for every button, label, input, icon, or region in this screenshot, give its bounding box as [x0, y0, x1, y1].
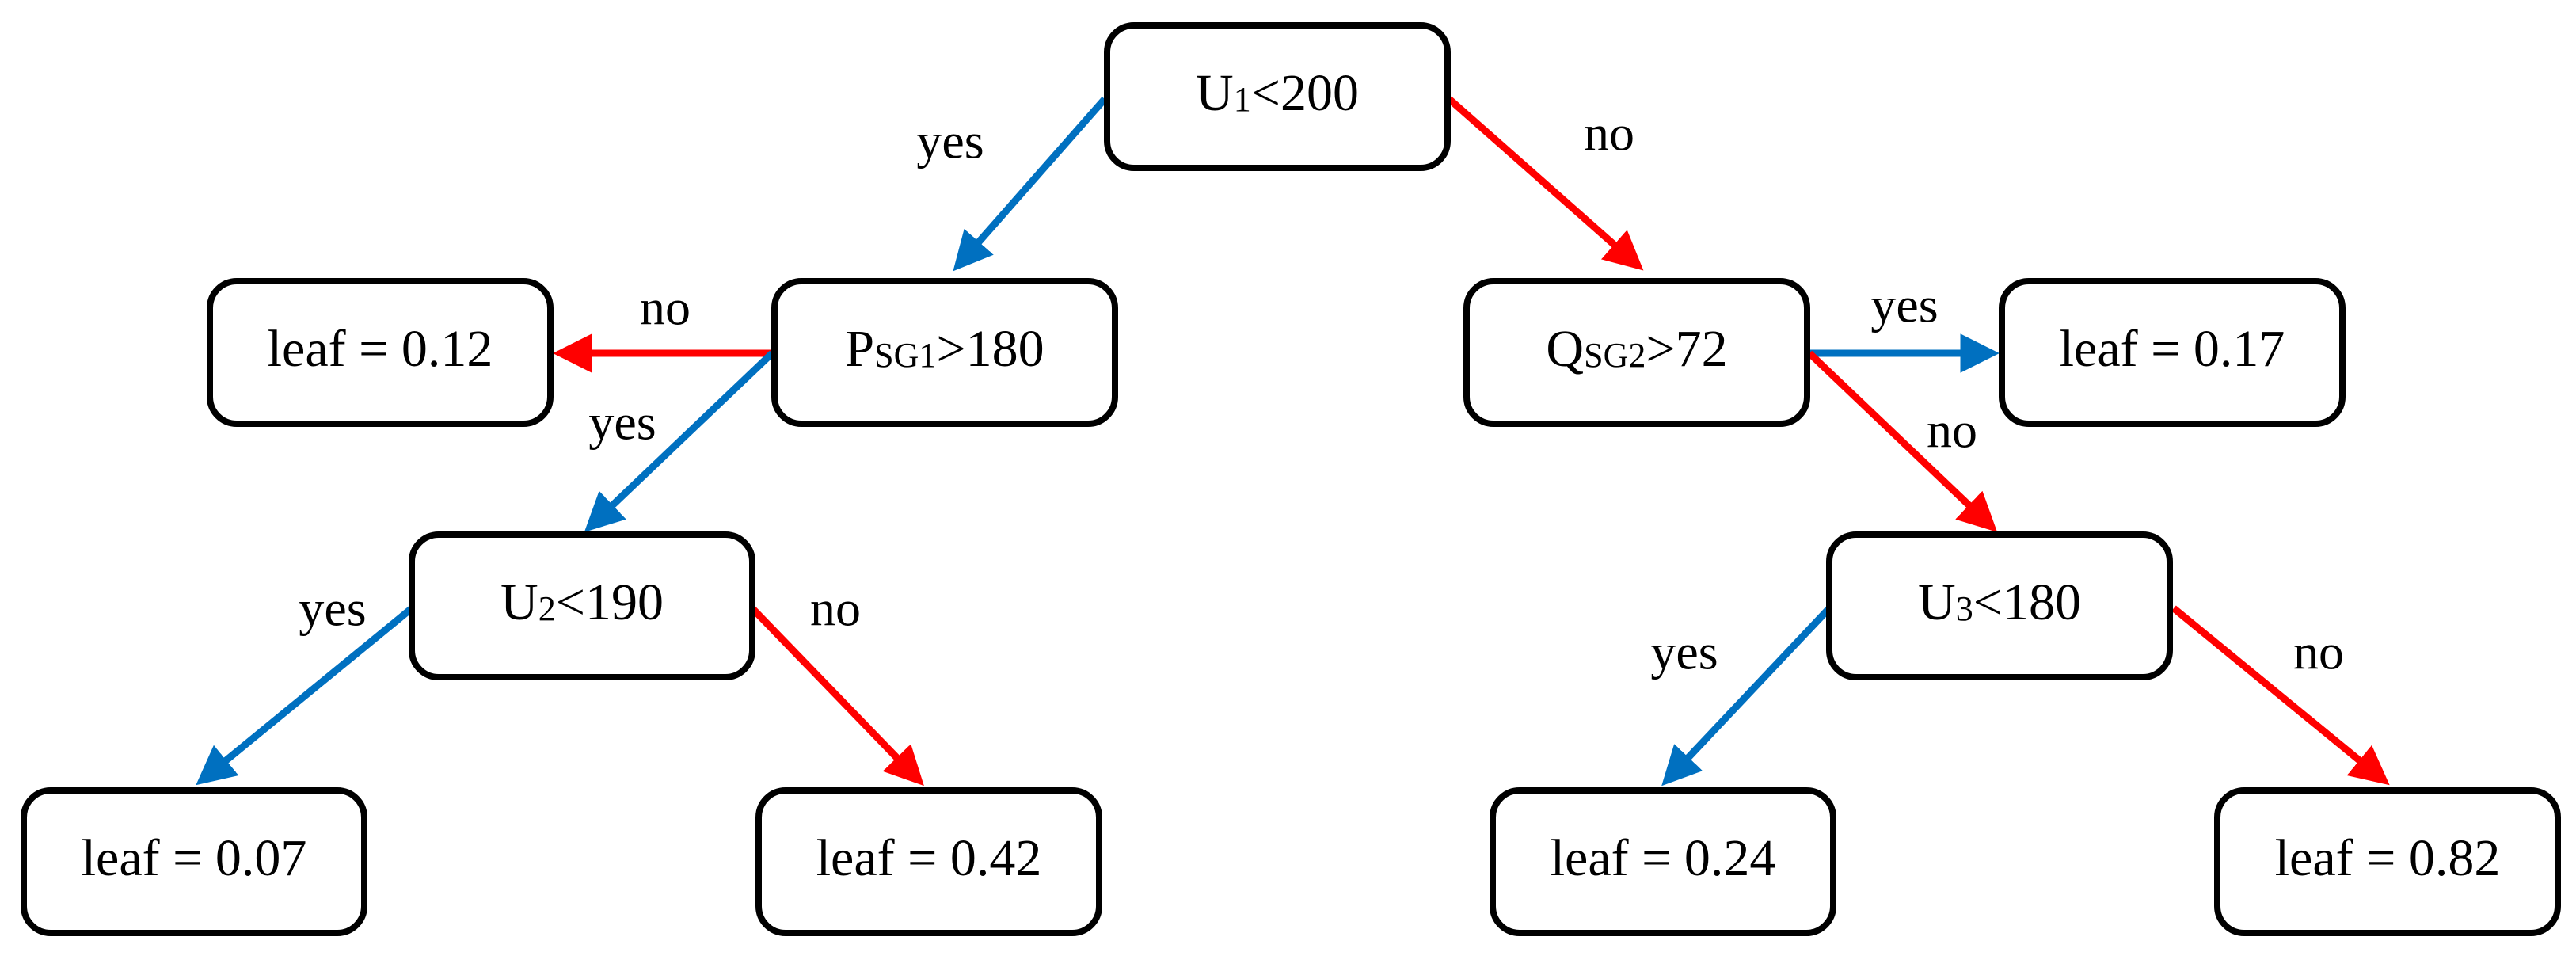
split-node-psg1: PSG1>180	[771, 278, 1118, 427]
split-condition: <180	[1973, 573, 2081, 631]
edge-label-n4-n7: yes	[299, 581, 366, 637]
edge-n4-n7	[196, 605, 414, 786]
leaf-node-label: leaf = 0.82	[2275, 829, 2501, 887]
split-var: Q	[1546, 320, 1584, 378]
split-node-qsg2: QSG2>72	[1463, 278, 1810, 427]
edge-label-n0-n2: no	[1584, 105, 1634, 162]
leaf-node-0-82: leaf = 0.82	[2214, 787, 2561, 936]
split-node-u1: U1<200	[1104, 22, 1451, 171]
split-node-label: U3<180	[1918, 573, 2081, 631]
leaf-node-0-07: leaf = 0.07	[21, 787, 367, 936]
leaf-node-box	[2214, 787, 2561, 936]
edge-label-n2-n5: yes	[1870, 277, 1938, 333]
edge-n6-n10	[2171, 605, 2390, 786]
edges	[196, 96, 2390, 787]
split-condition: <200	[1251, 64, 1359, 122]
leaf-node-label: leaf = 0.12	[268, 320, 493, 378]
split-node-box	[409, 531, 755, 680]
split-var: U	[1196, 64, 1234, 122]
edge-label-n2-n6: no	[1927, 402, 1977, 459]
split-node-box	[1104, 22, 1451, 171]
split-node-u2: U2<190	[409, 531, 755, 680]
split-var: P	[845, 320, 874, 378]
edge-n4-n8	[749, 605, 924, 787]
edge-n6-n9	[1661, 605, 1832, 787]
edge-n0-n2	[1447, 96, 1644, 271]
split-node-box	[1463, 278, 1810, 427]
edge-label-n0-n1: yes	[916, 113, 984, 169]
split-node-u3: U3<180	[1826, 531, 2173, 680]
split-var-subscript: 2	[538, 589, 556, 628]
leaf-node-box	[1490, 787, 1836, 936]
leaf-node-box	[207, 278, 554, 427]
edge-label-n6-n9: yes	[1650, 624, 1718, 680]
leaf-node-label: leaf = 0.24	[1551, 829, 1776, 887]
leaf-node-0-17: leaf = 0.17	[1999, 278, 2346, 427]
split-node-box	[771, 278, 1118, 427]
edge-n1-n4	[584, 350, 775, 532]
split-node-label: QSG2>72	[1546, 320, 1727, 378]
split-var-subscript: 1	[1234, 80, 1251, 119]
edge-label-n4-n8: no	[810, 581, 861, 637]
leaf-node-box	[21, 787, 367, 936]
split-node-label: U1<200	[1196, 64, 1359, 122]
leaf-node-box	[1999, 278, 2346, 427]
split-var: U	[1918, 573, 1956, 631]
leaf-node-0-42: leaf = 0.42	[755, 787, 1102, 936]
edge-labels: yes no no yes yes no yes no yes no	[299, 105, 2344, 680]
split-var-subscript: SG1	[874, 336, 936, 375]
leaf-node-label: leaf = 0.07	[82, 829, 307, 887]
split-var-subscript: SG2	[1584, 336, 1646, 375]
leaf-node-0-12: leaf = 0.12	[207, 278, 554, 427]
split-condition: <190	[556, 573, 664, 631]
edge-n2-n6	[1806, 350, 1998, 532]
split-condition: >180	[936, 320, 1044, 378]
edge-label-n1-n4: yes	[588, 394, 656, 451]
leaf-node-label: leaf = 0.17	[2060, 320, 2285, 378]
split-var-subscript: 3	[1956, 589, 1973, 628]
split-node-box	[1826, 531, 2173, 680]
edge-label-n6-n10: no	[2293, 624, 2344, 680]
leaf-node-label: leaf = 0.42	[816, 829, 1042, 887]
split-node-label: U2<190	[500, 573, 664, 631]
split-condition: >72	[1646, 320, 1727, 378]
edge-label-n1-n3: no	[640, 280, 691, 336]
split-node-label: PSG1>180	[845, 320, 1044, 378]
split-var: U	[500, 573, 538, 631]
edge-n0-n1	[953, 97, 1108, 272]
leaf-node-0-24: leaf = 0.24	[1490, 787, 1836, 936]
nodes: U1<200 PSG1>180 QSG2>72 leaf = 0.12 U2<1…	[21, 22, 2561, 936]
leaf-node-box	[755, 787, 1102, 936]
